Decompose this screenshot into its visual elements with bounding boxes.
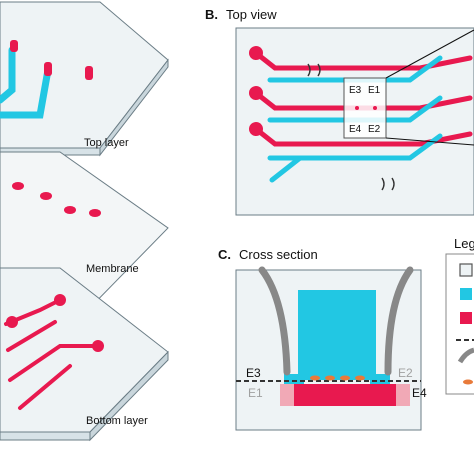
top-chamber	[298, 290, 376, 380]
label-e2: E2	[398, 366, 413, 380]
panel-c-title: Cross section	[239, 247, 318, 262]
legend-swatch-top-channel	[460, 288, 472, 300]
legend: Leg	[445, 236, 474, 395]
legend-swatch-chip	[459, 263, 473, 277]
red-ports	[249, 46, 263, 136]
zoom-box	[343, 77, 387, 139]
panel-b-title: Top view	[226, 7, 277, 22]
label-e4-top: E4	[349, 124, 362, 135]
bottom-chamber	[292, 384, 396, 406]
bottom-layer-label: Bottom layer	[86, 415, 148, 427]
bottom-layer-plate	[0, 267, 169, 433]
membrane-label: Membrane	[86, 263, 139, 275]
panel-c-letter: C.	[218, 247, 231, 262]
label-e4: E4	[412, 386, 427, 400]
top-channel	[0, 46, 52, 119]
label-e3: E3	[246, 366, 261, 380]
cells	[310, 375, 365, 381]
panel-b-letter: B.	[205, 7, 218, 22]
label-e1-top: E1	[368, 85, 381, 96]
legend-title: Leg	[454, 236, 474, 251]
panel-b: B. Top view E3 E1 E4 E2	[205, 7, 474, 216]
label-e1: E1	[248, 386, 263, 400]
top-layer-plate	[0, 1, 169, 149]
label-e3-top: E3	[349, 85, 362, 96]
right-electrode-wire	[384, 266, 414, 376]
label-e2-top: E2	[368, 124, 381, 135]
legend-swatch-bottom-channel	[460, 312, 472, 324]
panel-a: Top layer Membrane Bottom layer	[0, 1, 169, 442]
left-electrode-wire	[258, 266, 291, 376]
panel-c: C. Cross section E3 E1 E2 E4	[218, 247, 427, 431]
top-layer-label: Top layer	[84, 137, 129, 149]
